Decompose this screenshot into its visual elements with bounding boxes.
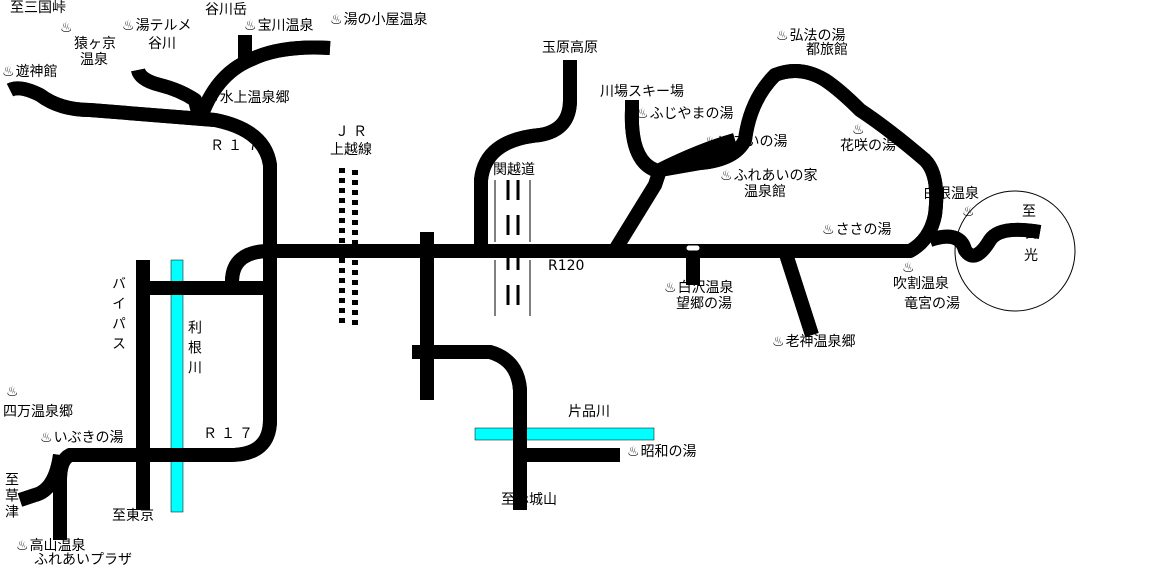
label-saruga-2: 温泉 (80, 52, 108, 68)
hot-spring-icon: ♨ (902, 260, 915, 276)
label-fukiware: 吹割温泉 (893, 276, 949, 292)
label-tokyo: 至東京 (112, 508, 154, 524)
label-kusatsu: 至草津 (3, 472, 19, 520)
label-takayama: ♨高山温泉 (16, 538, 86, 554)
nikko-direction-circle (954, 190, 1076, 312)
hot-spring-icon: ♨ (720, 168, 733, 184)
label-yunokoya: ♨湯の小屋温泉 (330, 12, 428, 28)
label-akagi: 至赤城山 (501, 492, 557, 508)
label-takaragawa: ♨宝川温泉 (244, 18, 314, 34)
hot-spring-icon: ♨ (122, 18, 135, 34)
hot-spring-icon: ♨ (330, 12, 343, 28)
label-fujiyama: ♨ふじやまの湯 (636, 106, 734, 122)
label-r120: R120 (548, 258, 585, 274)
onsen-shima: ♨ (6, 384, 20, 400)
hot-spring-icon: ♨ (16, 538, 29, 554)
hot-spring-icon: ♨ (244, 18, 257, 34)
label-bogo: 望郷の湯 (676, 296, 732, 312)
label-fureai-2: 温泉館 (744, 184, 786, 200)
label-koubou: ♨弘法の湯 (776, 28, 846, 44)
hot-spring-icon: ♨ (664, 280, 677, 296)
tone-river (170, 259, 184, 513)
label-nikko-2: 日 (1024, 226, 1038, 242)
bus-stop-icon (685, 244, 701, 252)
label-miyakoryokan: 都旅館 (806, 42, 848, 58)
katashina-river (474, 427, 655, 441)
label-mikuni: 至三国峠 (10, 0, 66, 16)
label-shima: 四万温泉郷 (3, 404, 73, 420)
label-shirasawa: ♨白沢温泉 (664, 280, 734, 296)
hot-spring-icon: ♨ (822, 222, 835, 238)
label-ikoi: ♨いこいの湯 (704, 134, 788, 150)
label-jr: ＪＲ (335, 124, 371, 140)
label-kawaba-ski: 川場スキー場 (600, 84, 684, 100)
label-shirane: 白根温泉 (923, 186, 979, 202)
label-minakami: ♨水上温泉郷 (206, 90, 290, 106)
hot-spring-icon: ♨ (6, 384, 19, 400)
label-sasa: ♨ささの湯 (822, 222, 892, 238)
label-fureai: ♨ふれあいの家 (720, 168, 818, 184)
label-showa: ♨昭和の湯 (627, 444, 697, 460)
hot-spring-icon: ♨ (704, 134, 717, 150)
label-saruga-1: 猿ヶ京 (74, 36, 116, 52)
roads (10, 35, 1040, 540)
kanetsu-expressway (494, 180, 531, 316)
label-r17-top: Ｒ１７ (210, 138, 264, 154)
label-nikko-3: 光 (1024, 248, 1038, 264)
hot-spring-icon: ♨ (40, 430, 53, 446)
label-tone-river: 利根川 (186, 320, 202, 380)
label-bypass: バイパス (110, 276, 126, 356)
hot-spring-icon: ♨ (627, 444, 640, 460)
label-katashina-river: 片品川 (568, 404, 610, 420)
label-joetsu-line: 上越線 (330, 142, 372, 158)
hot-spring-icon: ♨ (962, 204, 975, 220)
onsen-saruga: ♨ (60, 20, 74, 36)
onsen-fukiware: ♨ (902, 260, 916, 276)
hot-spring-icon: ♨ (772, 334, 785, 350)
rivers (170, 259, 655, 513)
label-rougami: ♨老神温泉郷 (772, 334, 856, 350)
label-yushinkan: ♨遊神館 (2, 64, 58, 80)
label-yuthermetanigawa: ♨湯テルメ (122, 18, 192, 34)
hot-spring-icon: ♨ (776, 28, 789, 44)
label-nikko-1: 至 (1022, 204, 1036, 220)
label-ibuki: ♨いぶきの湯 (40, 430, 124, 446)
jr-joetsu-line (339, 168, 358, 328)
label-tanigawadake: 谷川岳 (205, 2, 247, 18)
label-kasaki: 花咲の湯 (840, 138, 896, 154)
hot-spring-icon: ♨ (2, 64, 15, 80)
label-kanetsu: 関越道 (493, 162, 535, 178)
label-tamahara: 玉原高原 (542, 40, 598, 56)
label-ryuguu: 竜宮の湯 (904, 296, 960, 312)
onsen-shirane: ♨ (962, 204, 976, 220)
label-r17-bottom: Ｒ１７ (203, 426, 257, 442)
hot-spring-icon: ♨ (636, 106, 649, 122)
hot-spring-icon: ♨ (206, 90, 219, 106)
hot-spring-icon: ♨ (60, 20, 73, 36)
label-takayama-2: ふれあいプラザ (34, 552, 132, 568)
hot-spring-icon: ♨ (852, 122, 865, 138)
onsen-kasaki: ♨ (852, 122, 866, 138)
label-yuthermetanigawa-2: 谷川 (148, 36, 176, 52)
